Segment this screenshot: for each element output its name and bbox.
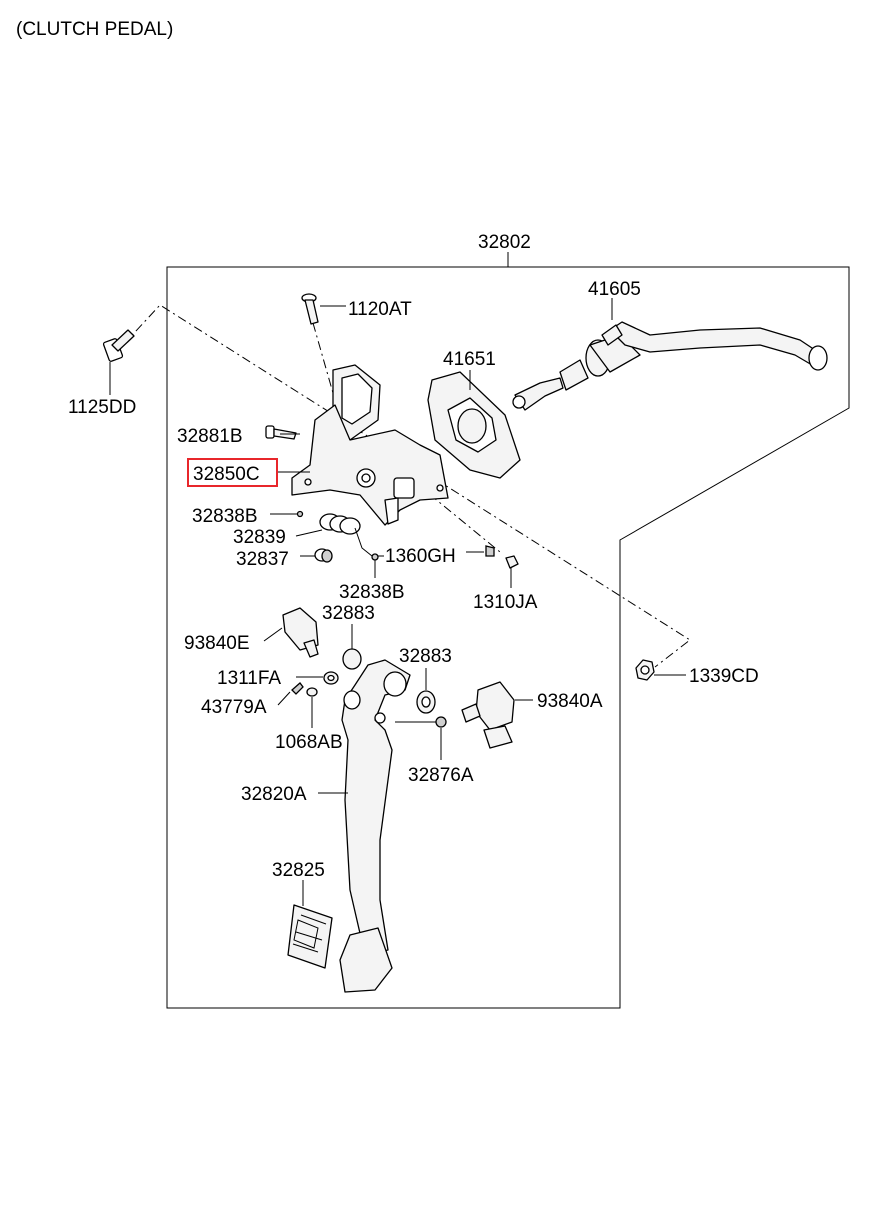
label-32825: 32825 (272, 860, 325, 881)
label-32838b-top: 32838B (192, 506, 258, 527)
label-1339cd: 1339CD (689, 666, 759, 687)
nut-1310ja (505, 555, 519, 569)
bushing-32837 (314, 548, 333, 563)
bolt-32881b (265, 425, 297, 440)
label-32820a: 32820A (241, 784, 307, 805)
gasket-41651 (427, 370, 521, 479)
label-1120at: 1120AT (348, 299, 412, 320)
label-1360gh: 1360GH (385, 546, 456, 567)
screw-43779a (291, 682, 304, 695)
nut-1311fa (323, 671, 339, 685)
label-41651: 41651 (443, 349, 496, 370)
label-1311fa: 1311FA (217, 668, 281, 689)
pin-32838b-bottom (371, 553, 379, 561)
bushing-32883-top (342, 648, 362, 670)
highlight-box-32850c (187, 458, 278, 487)
spring-32839 (319, 513, 373, 557)
bolt-1120at (301, 293, 346, 325)
label-32839: 32839 (233, 527, 286, 548)
pin-32838b-top (296, 510, 304, 518)
label-32876a: 32876A (408, 765, 474, 786)
master-cylinder-41605 (512, 298, 828, 411)
label-32883-right: 32883 (399, 646, 452, 667)
switch-93840e (282, 607, 319, 658)
label-32850c: 32850C (193, 464, 260, 485)
pedal-arm-32820a (339, 659, 447, 993)
label-32802: 32802 (478, 232, 531, 253)
label-1068ab: 1068AB (275, 732, 343, 753)
nut-1360gh (485, 545, 495, 557)
switch-93840a (461, 681, 515, 749)
bushing-32883-right (416, 690, 436, 714)
nut-1339cd (635, 659, 655, 681)
label-1310ja: 1310JA (473, 592, 538, 613)
label-41605: 41605 (588, 279, 641, 300)
label-32881b: 32881B (177, 426, 243, 447)
label-93840e: 93840E (184, 633, 250, 654)
label-93840a: 93840A (537, 691, 603, 712)
label-43779a: 43779A (201, 697, 267, 718)
assembly-boundary (166, 266, 850, 1009)
label-1125dd: 1125DD (68, 397, 136, 418)
bolt-1125dd (102, 329, 135, 388)
clip-32876a (435, 716, 447, 728)
diagram-title: (CLUTCH PEDAL) (16, 19, 173, 40)
label-32837: 32837 (236, 549, 289, 570)
label-32838b-bottom: 32838B (339, 582, 405, 603)
label-32883-top: 32883 (322, 603, 375, 624)
pedal-bracket-32850c (291, 364, 449, 526)
pedal-pad-32825 (287, 904, 333, 969)
washer-1068ab (306, 687, 318, 697)
